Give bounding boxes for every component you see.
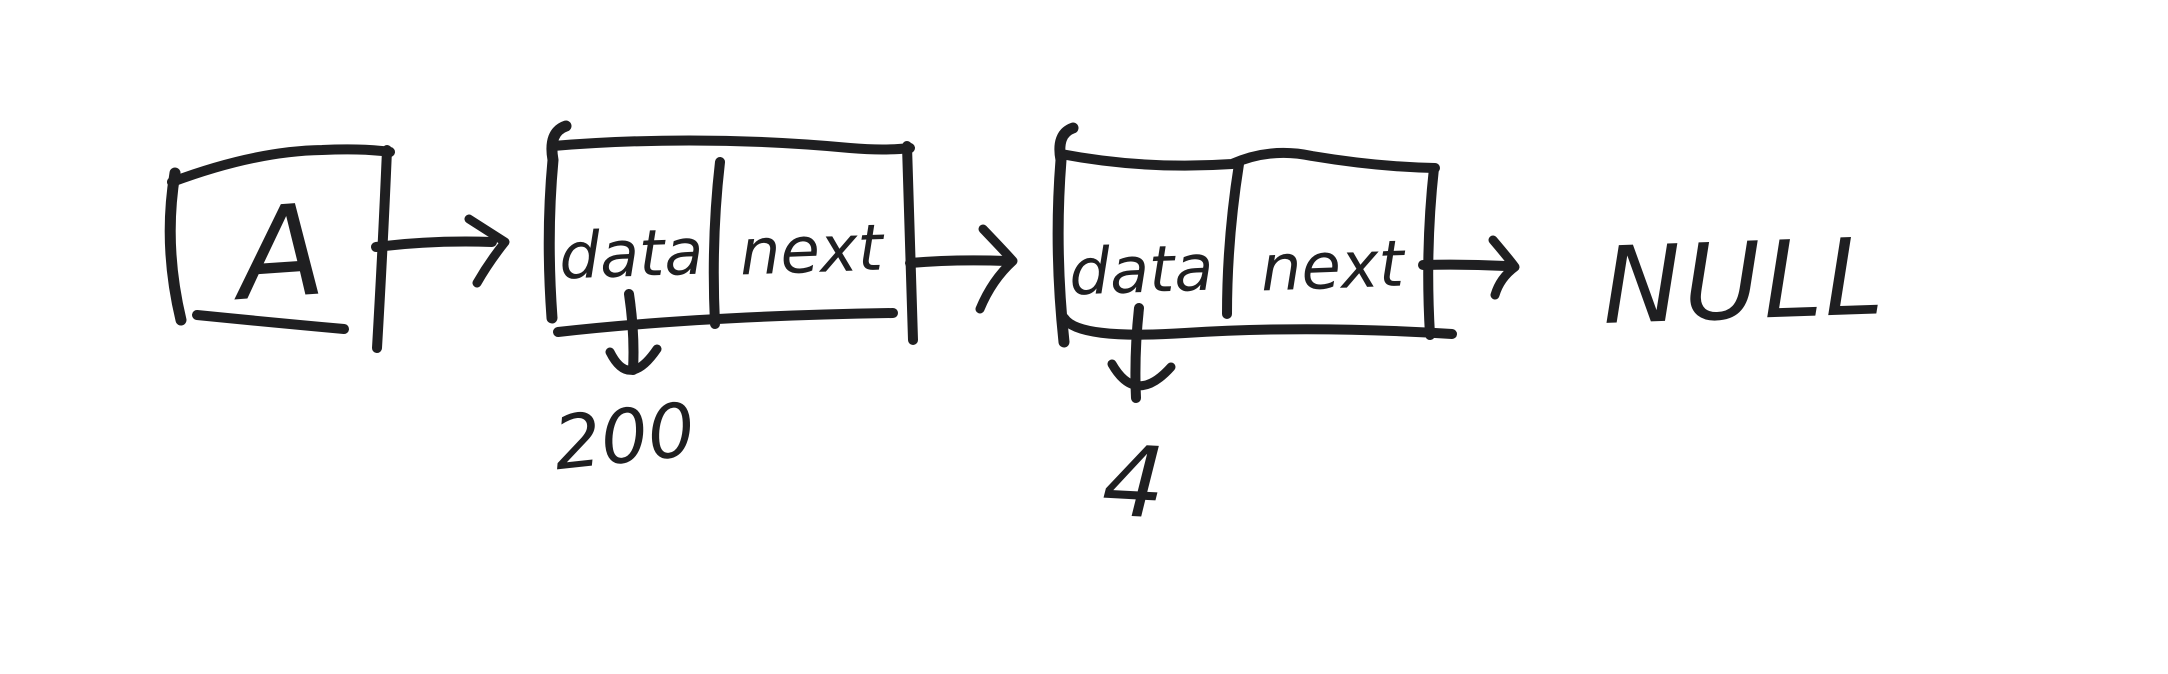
node1-to-node2-arrow-icon [905, 224, 1018, 314]
head-label: A [226, 176, 329, 329]
node1-cell-divider [708, 157, 725, 329]
arrow-shaft [371, 236, 497, 252]
head-box-top-edge [167, 144, 395, 187]
arrow-head [975, 224, 1018, 314]
list-node-2: data next [1052, 122, 1457, 348]
node1-right-edge [902, 141, 918, 345]
node1-value-label: 200 [550, 387, 699, 487]
null-terminator-label: NULL [1600, 215, 1887, 348]
node2-left-edge [1052, 122, 1079, 348]
arrow-head [1488, 235, 1520, 300]
node2-value-label: 4 [1100, 424, 1168, 541]
node2-cell-divider [1222, 159, 1244, 319]
node2-top-edge [1056, 147, 1440, 173]
node1-top-edge [548, 135, 915, 155]
node2-next-cell-label: next [1260, 227, 1408, 306]
arrow-shaft [905, 255, 1012, 268]
node1-value-arrow-icon [605, 289, 662, 375]
arrow-shaft [1418, 259, 1511, 271]
head-box-left-edge [164, 167, 187, 326]
list-node-1: data next [543, 120, 918, 345]
node2-data-cell-label: data [1068, 232, 1215, 311]
down-arrow-head [605, 344, 662, 375]
node1-data-cell-label: data [558, 216, 705, 295]
down-arrow-shaft [624, 289, 639, 375]
down-arrow-head [1107, 359, 1176, 391]
head-pointer-box: A [164, 144, 395, 353]
arrow-head [464, 214, 510, 288]
node2-to-null-arrow-icon [1418, 235, 1520, 300]
node1-bottom-edge [553, 308, 898, 337]
node1-next-cell-label: next [739, 211, 887, 290]
head-box-bottom-edge [192, 310, 349, 334]
node2-value-arrow-icon [1107, 303, 1176, 403]
node2-right-edge [1423, 163, 1439, 340]
node2-bottom-edge [1059, 313, 1457, 340]
node1-left-edge [543, 120, 572, 324]
head-to-node1-arrow-icon [371, 214, 510, 288]
